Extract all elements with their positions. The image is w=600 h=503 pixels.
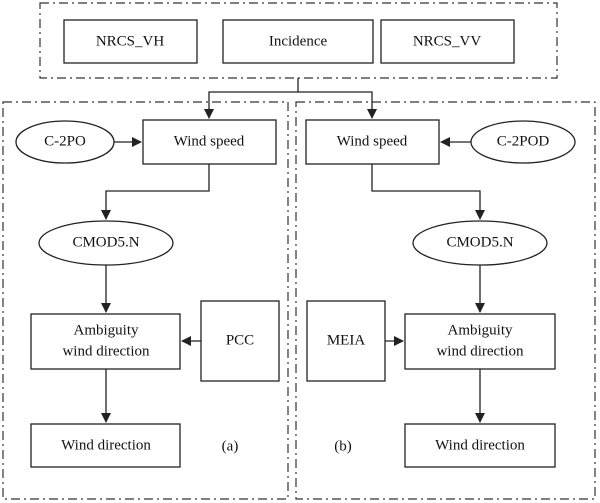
edge-input-to-wind-speed-a [204,78,299,119]
panel-b-output-node: Wind direction [404,423,556,468]
panel-b-tag: (b) [334,438,352,454]
panel-a-ambiguity-line1: Ambiguity [73,322,139,338]
edge-wind-speed-a-to-cmod-a [101,164,210,220]
panel-b-meia-node: MEIA [306,300,386,382]
edge-wind-speed-b-to-cmod-b [371,164,485,220]
edge-input-to-wind-speed-b [298,91,377,119]
panel-a-model-label: C-2PO [44,133,86,149]
incidence-label: Incidence [269,33,328,49]
nrcs-vh-node: NRCS_VH [63,19,198,64]
panel-a-ambiguity-node: Ambiguity wind direction [30,313,181,370]
panel-a-ambiguity-line2: wind direction [62,343,150,359]
panel-b-wind-speed-node: Wind speed [305,119,440,165]
panel-b-cmod-node: CMOD5.N [412,220,548,266]
panel-a-output-node: Wind direction [30,423,181,468]
panel-b-output-label: Wind direction [435,437,525,453]
panel-b-model-label: C-2POD [497,133,550,149]
panel-b-ambiguity-node: Ambiguity wind direction [404,313,556,370]
panel-b-ambiguity-line2: wind direction [436,343,524,359]
nrcs-vv-label: NRCS_VV [413,33,482,49]
panel-a-wind-speed-node: Wind speed [142,119,277,165]
panel-b-meia-label: MEIA [327,332,365,348]
panel-a-pcc-label: PCC [226,332,254,348]
panel-b-wind-speed-label: Wind speed [337,133,408,149]
panel-b-ambiguity-line1: Ambiguity [447,322,513,338]
incidence-node: Incidence [222,19,374,64]
panel-a-wind-speed-label: Wind speed [174,133,245,149]
panel-b-frame [295,101,596,500]
panel-b-cmod-label: CMOD5.N [446,234,513,250]
panel-a-pcc-node: PCC [200,300,280,382]
panel-a-tag: (a) [222,438,239,454]
panel-a-output-label: Wind direction [61,437,151,453]
panel-b-model-node: C-2POD [470,120,576,164]
panel-a-cmod-node: CMOD5.N [38,220,174,266]
panel-a-frame [2,101,289,500]
panel-a-cmod-label: CMOD5.N [72,234,139,250]
nrcs-vv-node: NRCS_VV [380,19,515,64]
nrcs-vh-label: NRCS_VH [96,33,165,49]
panel-a-model-node: C-2PO [15,120,115,164]
